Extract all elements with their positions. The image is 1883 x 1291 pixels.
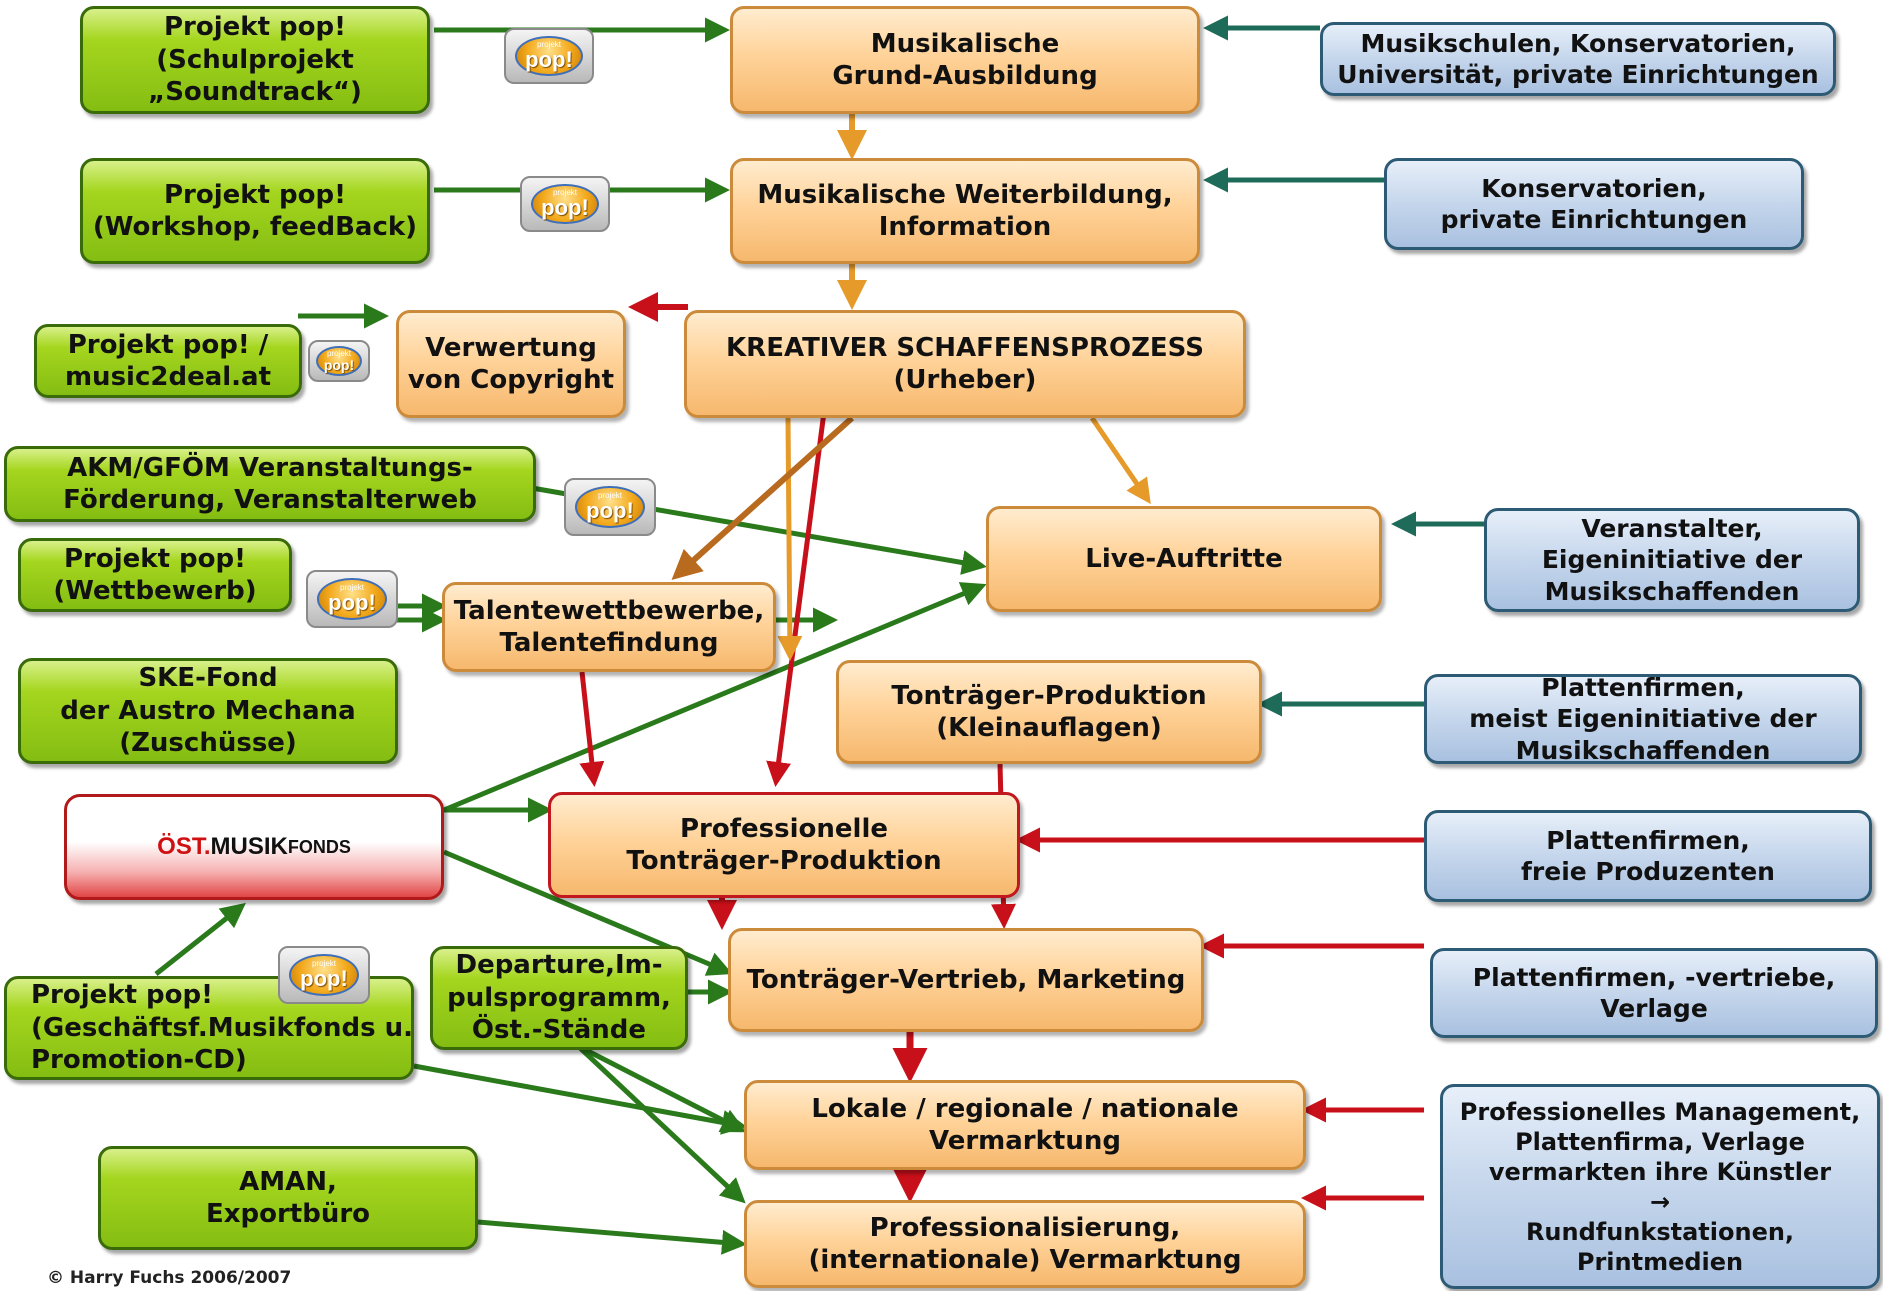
arrow-g9-o11 [477, 1219, 747, 1255]
box-tontraeger-kleinauflagen: Tonträger-Produktion (Kleinauflagen) [836, 660, 1262, 764]
box-professionelles-management: Professionelles Management, Plattenfirma… [1440, 1084, 1880, 1289]
arrow-g8-o10 [576, 1043, 747, 1133]
box-musikalische-weiterbildung: Musikalische Weiterbildung, Information [730, 158, 1200, 264]
arrow-fonds-o5 [443, 582, 987, 813]
box-verwertung-copyright: Verwertung von Copyright [396, 310, 626, 418]
box-akm-gfoem: AKM/GFÖM Veranstaltungs- Förderung, Vera… [4, 446, 536, 522]
box-departure: Departure,Im- pulsprogramm, Öst.-Stände [430, 946, 688, 1050]
arrow-o6-o8 [579, 671, 605, 787]
box-plattenfirmen-vertriebe: Plattenfirmen, -vertriebe, Verlage [1430, 948, 1878, 1038]
arrow-o3-o5 [1089, 416, 1151, 505]
box-aman: AMAN, Exportbüro [98, 1146, 478, 1250]
box-projekt-pop-music2deal: Projekt pop! / music2deal.at [34, 324, 302, 398]
box-projekt-pop-workshop: Projekt pop! (Workshop, feedBack) [80, 158, 430, 264]
box-professionalisierung: Professionalisierung, (internationale) V… [744, 1200, 1306, 1288]
arrow-o3-o6 [671, 415, 855, 581]
box-live-auftritte: Live-Auftritte [986, 506, 1382, 612]
box-tontraeger-vertrieb: Tonträger-Vertrieb, Marketing [728, 928, 1204, 1032]
arrow-g8-o11 [576, 1044, 746, 1204]
copyright-notice: © Harry Fuchs 2006/2007 [47, 1268, 292, 1288]
box-projekt-pop-schulprojekt: Projekt pop! (Schulprojekt „Soundtrack“) [80, 6, 430, 114]
box-plattenfirmen-eigeninitiative: Plattenfirmen, meist Eigeninitiative der… [1424, 673, 1862, 765]
box-ske-fond: SKE-Fond der Austro Mechana (Zuschüsse) [18, 658, 398, 764]
box-musikalische-grundausbildung: Musikalische Grund-Ausbildung [730, 6, 1200, 114]
box-talentewettbewerbe: Talentewettbewerbe, Talentefindung [442, 582, 776, 672]
box-lokale-vermarktung: Lokale / regionale / nationale Vermarktu… [744, 1080, 1306, 1170]
box-plattenfirmen-produzenten: Plattenfirmen, freie Produzenten [1424, 810, 1872, 902]
box-konservatorien: Konservatorien, private Einrichtungen [1384, 158, 1804, 250]
box-kreativer-schaffensprozess: KREATIVER SCHAFFENSPROZESS (Urheber) [684, 310, 1246, 418]
box-projekt-pop-wettbewerb: Projekt pop! (Wettbewerb) [18, 538, 292, 612]
box-professionelle-tontraeger: Professionelle Tonträger-Produktion [548, 792, 1020, 898]
box-veranstalter: Veranstalter, Eigeninitiative der Musiks… [1484, 508, 1860, 612]
arrow-o3-down [777, 417, 803, 661]
box-projekt-pop-geschaeftsf: Projekt pop! (Geschäftsf.Musikfonds u. P… [4, 976, 414, 1080]
arrow-o3-o8 [766, 411, 827, 787]
arrow-g7-fonds [154, 902, 246, 976]
arrow-g7-o10 [413, 1063, 747, 1135]
box-musikschulen: Musikschulen, Konservatorien, Universitä… [1320, 22, 1836, 96]
